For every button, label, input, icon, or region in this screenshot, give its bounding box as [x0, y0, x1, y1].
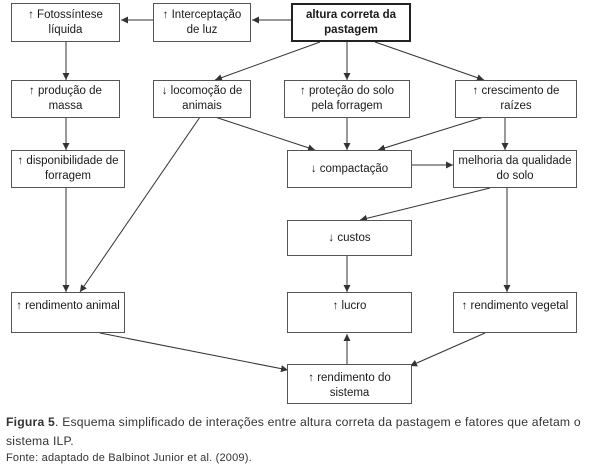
- node-locomocao-label: ↓ locomoção de animais: [161, 85, 243, 112]
- figure-label: Figura 5: [6, 415, 56, 429]
- arrow-melhoria-to-custos: [359, 187, 491, 222]
- arrow-rendimento-vegetal-to-sistema: [409, 332, 486, 367]
- node-rendimento-vegetal-label: ↑ rendimento vegetal: [461, 300, 569, 312]
- node-rendimento-sistema-label: ↑ rendimento do sistema: [308, 372, 391, 399]
- node-locomocao: ↓ locomoção de animais: [153, 80, 251, 118]
- node-rendimento-animal: ↑ rendimento animal: [11, 292, 125, 333]
- node-lucro-label: ↑ lucro: [332, 300, 367, 312]
- node-producao: ↑ produção de massa: [11, 80, 120, 118]
- node-rendimento-vegetal: ↑ rendimento vegetal: [453, 292, 577, 333]
- node-altura: altura correta da pastagem: [291, 3, 411, 42]
- node-disponibilidade-label: ↑ disponibilidade de forragem: [17, 155, 119, 182]
- node-crescimento: ↑ crescimento de raízes: [455, 80, 577, 118]
- node-custos-label: ↓ custos: [328, 231, 371, 244]
- figure-caption: Figura 5. Esquema simplificado de intera…: [6, 413, 586, 451]
- flow-diagram: ↑ Fotossíntese líquida ↑ Interceptação d…: [11, 3, 577, 404]
- arrow-locomocao-to-compactacao: [214, 116, 316, 152]
- node-compactacao: ↓ compactação: [287, 150, 412, 188]
- node-fotossintese-label: ↑ Fotossíntese líquida: [28, 8, 103, 36]
- arrow-rendimento-animal-to-sistema: [99, 332, 289, 373]
- figure-source: Fonte: adaptado de Balbinot Junior et al…: [6, 452, 252, 464]
- node-protecao: ↑ proteção do solo pela forragem: [284, 80, 410, 118]
- arrow-altura-to-crescimento: [374, 41, 485, 82]
- arrow-locomocao-to-rendimento-animal: [79, 116, 201, 293]
- node-disponibilidade: ↑ disponibilidade de forragem: [11, 150, 125, 188]
- node-melhoria-label: melhoria da qualidade do solo: [458, 155, 572, 182]
- node-interceptacao-label: ↑ Interceptação de luz: [162, 8, 242, 36]
- node-crescimento-label: ↑ crescimento de raízes: [472, 85, 560, 112]
- node-altura-label: altura correta da pastagem: [305, 8, 397, 36]
- node-fotossintese: ↑ Fotossíntese líquida: [11, 3, 120, 42]
- figure-caption-text: . Esquema simplificado de interações ent…: [6, 415, 581, 448]
- node-melhoria: melhoria da qualidade do solo: [453, 150, 577, 188]
- node-producao-label: ↑ produção de massa: [29, 85, 102, 112]
- arrow-altura-to-locomocao: [214, 41, 321, 81]
- node-protecao-label: ↑ proteção do solo pela forragem: [300, 85, 394, 112]
- node-rendimento-sistema: ↑ rendimento do sistema: [287, 364, 412, 404]
- node-interceptacao: ↑ Interceptação de luz: [153, 3, 251, 42]
- arrow-layer: [62, 16, 511, 373]
- arrow-crescimento-to-compactacao: [377, 116, 485, 152]
- node-compactacao-label: ↓ compactação: [310, 162, 389, 175]
- node-lucro: ↑ lucro: [287, 292, 412, 333]
- node-custos: ↓ custos: [287, 220, 412, 256]
- node-rendimento-animal-label: ↑ rendimento animal: [16, 300, 120, 312]
